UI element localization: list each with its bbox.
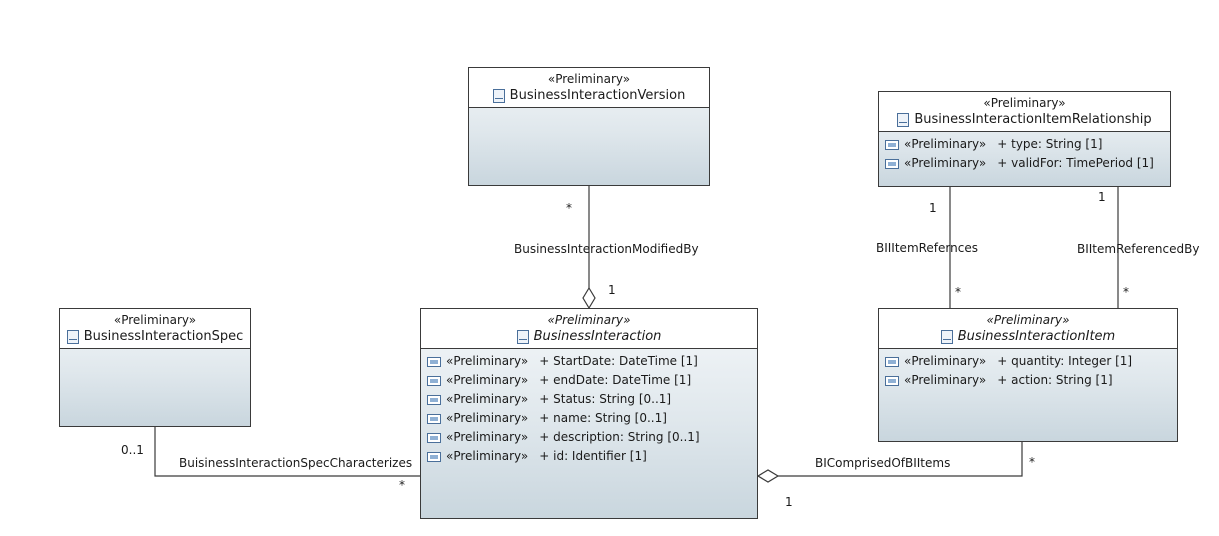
attribute-icon [427, 413, 441, 424]
mult-item-references-bottom: * [955, 285, 961, 299]
comprised-of-line[interactable] [778, 442, 1023, 477]
class-name: BusinessInteractionItem [957, 329, 1116, 344]
attribute-list: «Preliminary» + type: String [1] «Prelim… [879, 132, 1170, 173]
class-header: «Preliminary» BusinessInteractionVersion [469, 68, 709, 108]
attribute-list: «Preliminary» + quantity: Integer [1] «P… [879, 349, 1177, 390]
attribute-text: + id: Identifier [1] [539, 449, 647, 463]
attribute-row[interactable]: «Preliminary» + type: String [1] [885, 135, 1170, 154]
attribute-row[interactable]: «Preliminary» + StartDate: DateTime [1] [427, 352, 757, 371]
attribute-row[interactable]: «Preliminary» + id: Identifier [1] [427, 447, 757, 466]
attribute-text: + endDate: DateTime [1] [539, 373, 692, 387]
class-icon [940, 329, 953, 344]
attribute-stereotype: «Preliminary» [446, 373, 529, 387]
mult-comprised-of-item: * [1029, 455, 1035, 469]
attribute-text: + Status: String [0..1] [539, 392, 672, 406]
attribute-icon [885, 375, 899, 386]
attribute-row[interactable]: «Preliminary» + description: String [0..… [427, 428, 757, 447]
attribute-stereotype: «Preliminary» [446, 354, 529, 368]
attribute-stereotype: «Preliminary» [446, 430, 529, 444]
mult-spec-characterizes-spec: 0..1 [121, 443, 144, 457]
assoc-item-referenced-by-name: BIItemReferencedBy [1077, 242, 1200, 256]
class-icon [897, 112, 910, 127]
class-icon [492, 88, 505, 103]
class-header: «Preliminary» BusinessInteractionSpec [60, 309, 250, 349]
assoc-modified-by-name: BusinessInteractionModifiedBy [514, 242, 699, 256]
mult-modified-by-top: * [566, 201, 572, 215]
stereotype-label: «Preliminary» [547, 72, 631, 86]
assoc-spec-characterizes-name: BuisinessInteractionSpecCharacterizes [179, 456, 413, 470]
attribute-stereotype: «Preliminary» [904, 354, 987, 368]
class-header: «Preliminary» BusinessInteractionItemRel… [879, 92, 1170, 132]
assoc-item-references-name: BIIItemRefernces [876, 241, 978, 255]
mult-item-referenced-by-top: 1 [1098, 190, 1106, 204]
attribute-icon [885, 139, 899, 150]
attribute-text: + quantity: Integer [1] [997, 354, 1133, 368]
class-icon [66, 329, 79, 344]
class-business-interaction-item[interactable]: «Preliminary» BusinessInteractionItem «P… [878, 308, 1178, 442]
attribute-stereotype: «Preliminary» [446, 449, 529, 463]
attribute-row[interactable]: «Preliminary» + name: String [0..1] [427, 409, 757, 428]
attribute-icon [885, 356, 899, 367]
attribute-stereotype: «Preliminary» [904, 373, 987, 387]
attribute-list: «Preliminary» + StartDate: DateTime [1] … [421, 349, 757, 466]
attribute-text: + validFor: TimePeriod [1] [997, 156, 1154, 170]
mult-item-references-top: 1 [929, 201, 937, 215]
attribute-stereotype: «Preliminary» [904, 137, 987, 151]
attribute-stereotype: «Preliminary» [446, 411, 529, 425]
attribute-row[interactable]: «Preliminary» + Status: String [0..1] [427, 390, 757, 409]
class-header: «Preliminary» BusinessInteractionItem [879, 309, 1177, 349]
spec-characterizes-line[interactable] [154, 427, 420, 477]
attribute-text: + description: String [0..1] [539, 430, 700, 444]
attribute-text: + name: String [0..1] [539, 411, 667, 425]
attribute-row[interactable]: «Preliminary» + endDate: DateTime [1] [427, 371, 757, 390]
class-name: BusinessInteractionItemRelationship [914, 112, 1152, 127]
mult-modified-by-bottom: 1 [608, 283, 616, 297]
stereotype-label: «Preliminary» [983, 96, 1066, 110]
attribute-icon [427, 451, 441, 462]
attribute-icon [427, 375, 441, 386]
class-name: BusinessInteractionVersion [509, 88, 686, 103]
stereotype-label: «Preliminary» [986, 313, 1070, 327]
class-business-interaction[interactable]: «Preliminary» BusinessInteraction «Preli… [420, 308, 758, 519]
attribute-stereotype: «Preliminary» [446, 392, 529, 406]
mult-comprised-of-interaction: 1 [785, 495, 793, 509]
class-name: BusinessInteractionSpec [83, 329, 244, 344]
attribute-text: + action: String [1] [997, 373, 1113, 387]
attribute-icon [427, 432, 441, 443]
attribute-icon [427, 356, 441, 367]
mult-item-referenced-by-bottom: * [1123, 285, 1129, 299]
attribute-row[interactable]: «Preliminary» + quantity: Integer [1] [885, 352, 1177, 371]
class-business-interaction-item-relationship[interactable]: «Preliminary» BusinessInteractionItemRel… [878, 91, 1171, 187]
attribute-text: + StartDate: DateTime [1] [539, 354, 698, 368]
stereotype-label: «Preliminary» [113, 313, 197, 327]
class-business-interaction-spec[interactable]: «Preliminary» BusinessInteractionSpec [59, 308, 251, 427]
attribute-icon [427, 394, 441, 405]
attribute-text: + type: String [1] [997, 137, 1103, 151]
attribute-row[interactable]: «Preliminary» + validFor: TimePeriod [1] [885, 154, 1170, 173]
modified-by-diamond [582, 286, 596, 310]
class-business-interaction-version[interactable]: «Preliminary» BusinessInteractionVersion [468, 67, 710, 186]
attribute-icon [885, 158, 899, 169]
mult-spec-characterizes-interaction: * [399, 478, 405, 492]
stereotype-label: «Preliminary» [547, 313, 631, 327]
class-header: «Preliminary» BusinessInteraction [421, 309, 757, 349]
class-name: BusinessInteraction [533, 329, 662, 344]
attribute-stereotype: «Preliminary» [904, 156, 987, 170]
assoc-comprised-of-name: BIComprisedOfBIItems [815, 456, 951, 470]
comprised-of-diamond [756, 469, 780, 483]
class-icon [516, 329, 529, 344]
attribute-row[interactable]: «Preliminary» + action: String [1] [885, 371, 1177, 390]
